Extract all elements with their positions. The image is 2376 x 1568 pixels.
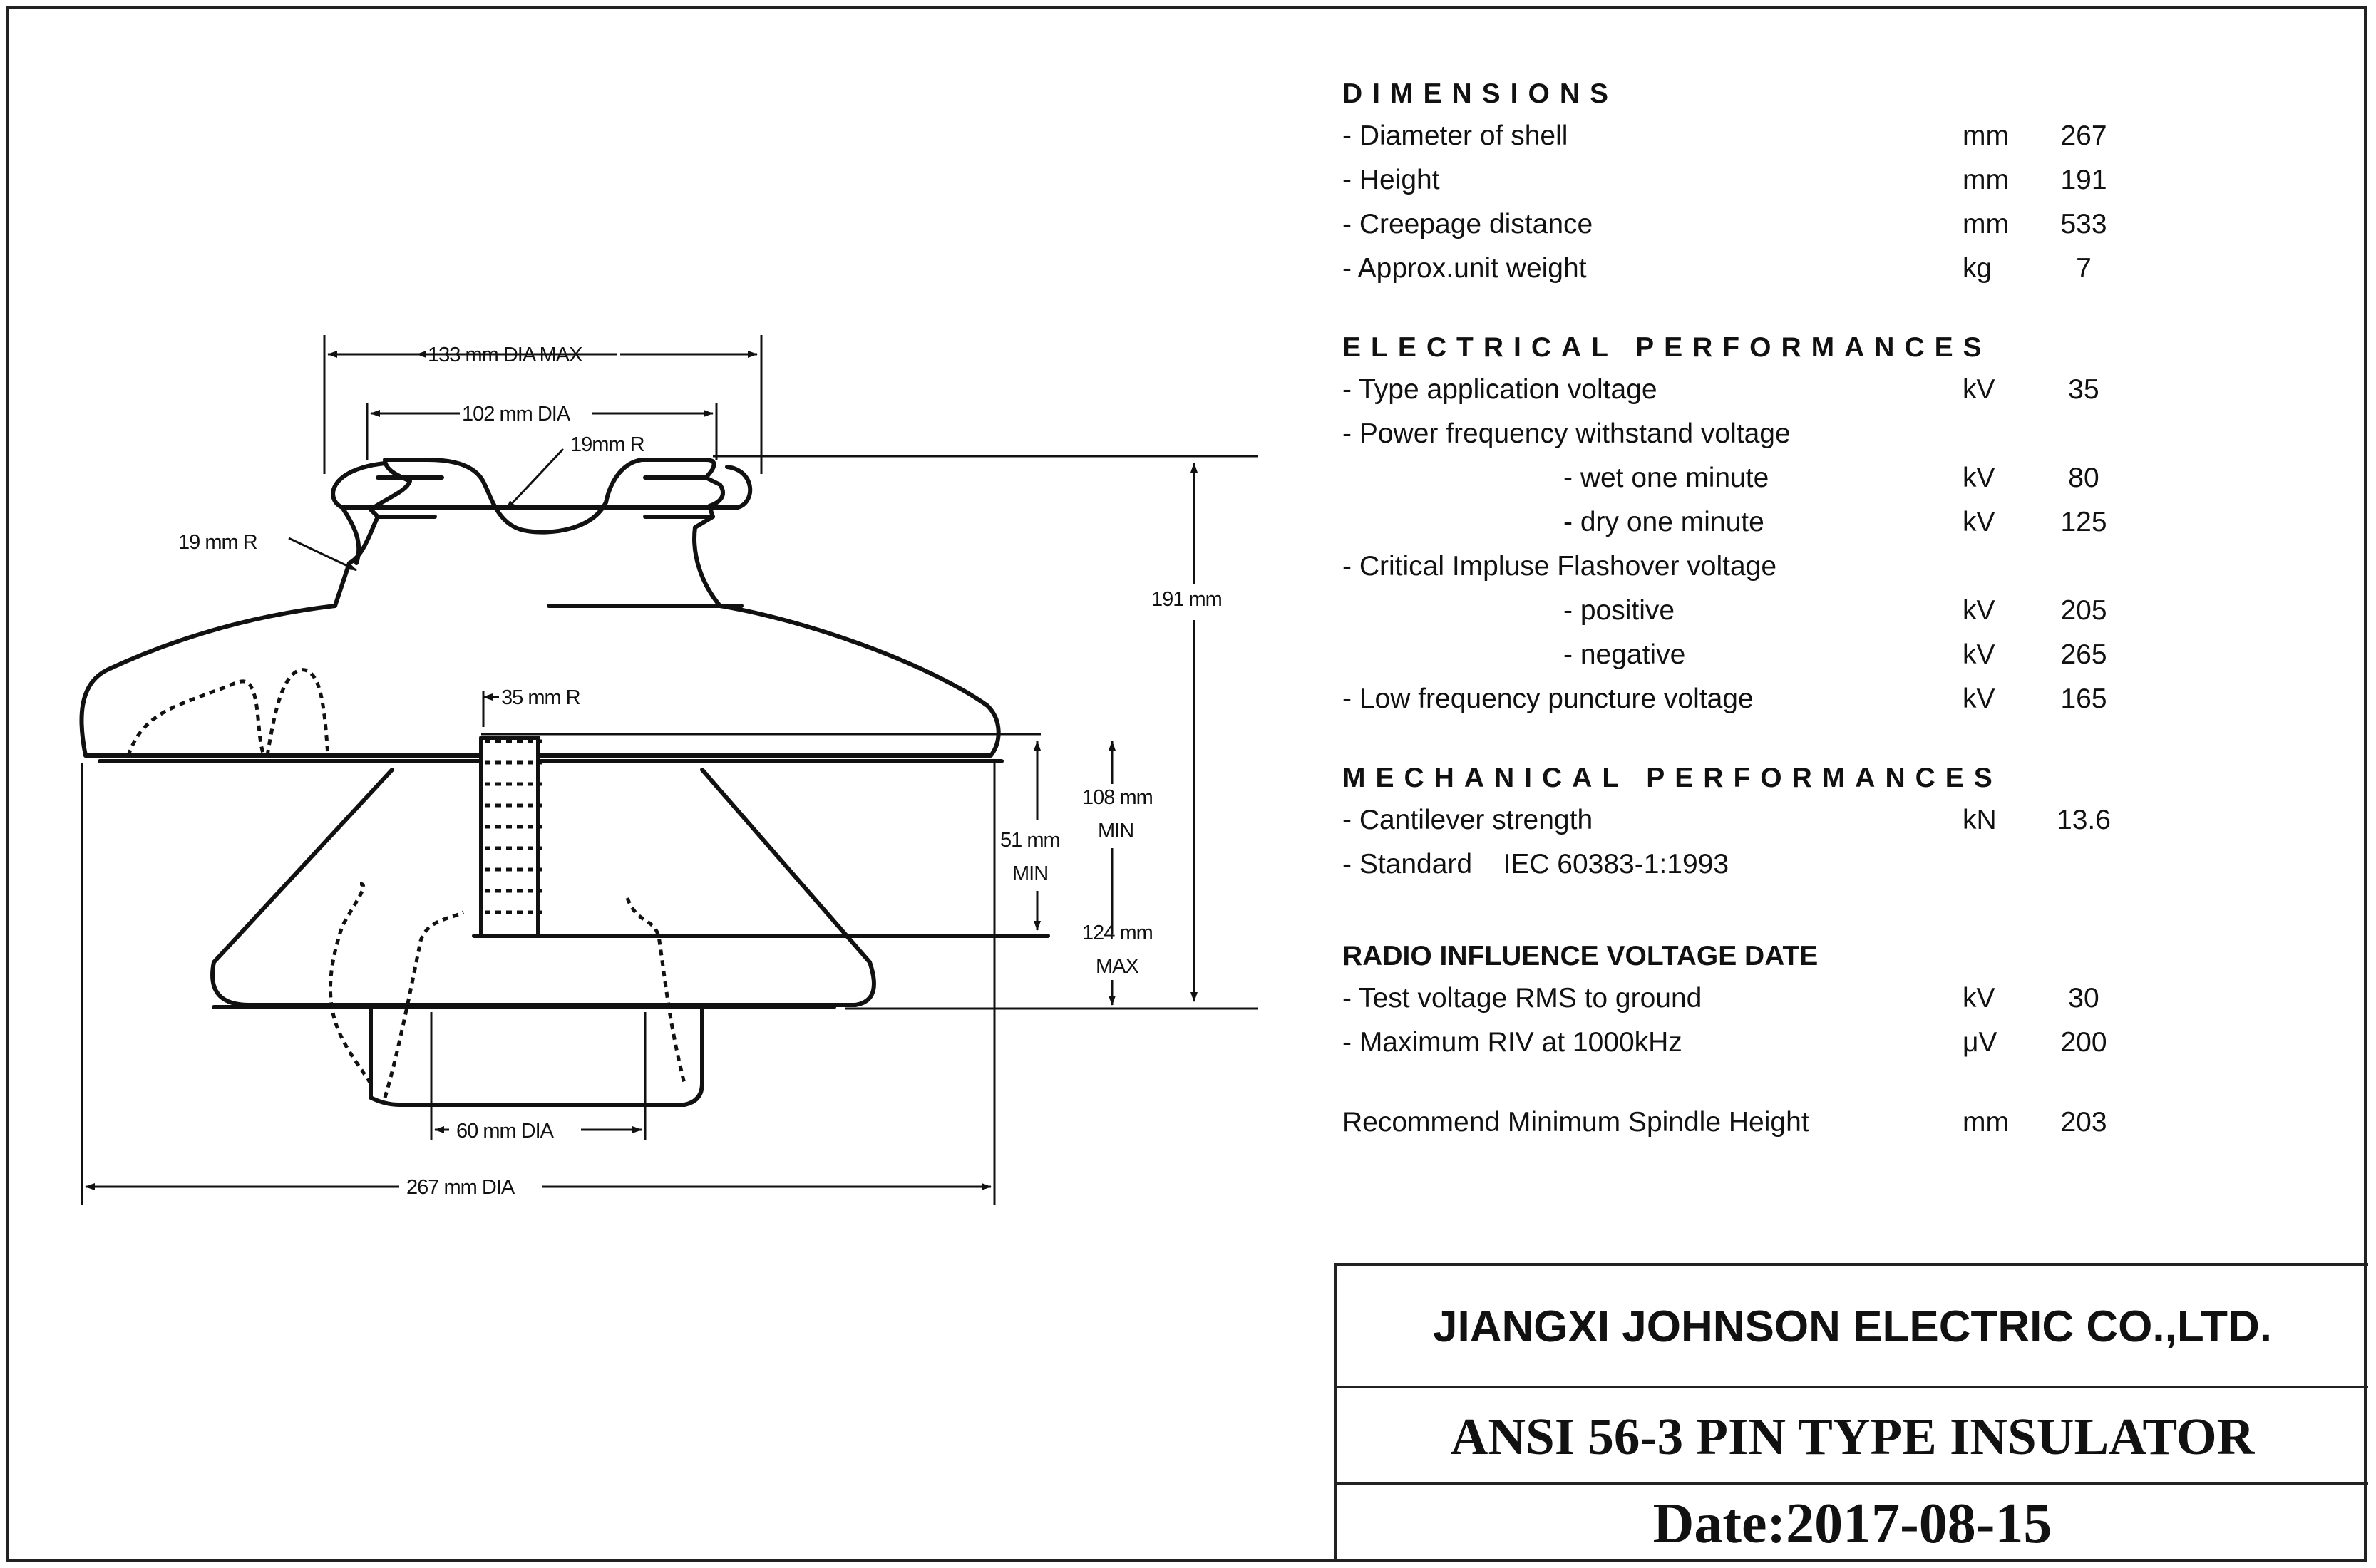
spec-row: - Cantilever strength kN 13.6 — [1342, 798, 2198, 842]
label-depth-124-line1: 124 mm — [1082, 922, 1153, 944]
spec-row: - wet one minute kV 80 — [1342, 456, 2198, 500]
label-groove-radius: 19mm R — [570, 433, 644, 456]
spec-unit: kV — [1963, 983, 1995, 1013]
spec-unit: mm — [1963, 209, 2009, 239]
drawing-date: Date:2017-08-15 — [1652, 1492, 2052, 1555]
title-block: JIANGXI JOHNSON ELECTRIC CO.,LTD. ANSI 5… — [1334, 1263, 2368, 1562]
spec-label: - Low frequency puncture voltage — [1342, 684, 1754, 714]
dimension-lines — [81, 335, 1258, 1205]
spec-value: 80 — [2068, 463, 2099, 493]
insulator-drawing: 133 mm DIA MAX 102 mm DIA 19mm R 19 mm R… — [79, 335, 1258, 1205]
label-pin-radius: 35 mm R — [501, 686, 580, 709]
section-title-radio-influence: RADIO INFLUENCE VOLTAGE DATE — [1342, 941, 1819, 971]
spec-value: 203 — [2060, 1107, 2107, 1138]
product-name: ANSI 56-3 PIN TYPE INSULATOR — [1337, 1388, 2368, 1485]
spec-unit: mm — [1963, 120, 2009, 151]
label-overall-dia: 267 mm DIA — [406, 1176, 515, 1199]
company-name: JIANGXI JOHNSON ELECTRIC CO.,LTD. — [1337, 1266, 2368, 1388]
spec-unit: kV — [1963, 639, 1995, 670]
spec-label: - Critical Impluse Flashover voltage — [1342, 551, 1777, 582]
spec-unit: mm — [1963, 1107, 2009, 1138]
spec-row: - Test voltage RMS to ground kV 30 — [1342, 976, 2198, 1021]
spec-row: - Critical Impluse Flashover voltage — [1342, 545, 2198, 589]
label-height: 191 mm — [1151, 588, 1222, 611]
spec-value: 265 — [2060, 639, 2107, 670]
insulator-outline — [79, 458, 1050, 1107]
label-neck-dia: 102 mm DIA — [462, 403, 571, 425]
spec-row: - Diameter of shell mm 267 — [1342, 114, 2198, 158]
section-title-mechanical: MECHANICAL PERFORMANCES — [1342, 763, 2002, 793]
label-bore-dia: 60 mm DIA — [456, 1120, 555, 1143]
spec-row: - Height mm 191 — [1342, 158, 2198, 202]
spec-label: - Type application voltage — [1342, 374, 1657, 405]
spec-label: - Maximum RIV at 1000kHz — [1342, 1027, 1682, 1058]
spec-label: - positive — [1563, 595, 1675, 626]
spec-row: - Creepage distance mm 533 — [1342, 202, 2198, 247]
spec-value: 7 — [2076, 253, 2092, 284]
label-depth-124-line2: MAX — [1096, 955, 1139, 978]
label-depth-51-line2: MIN — [1012, 862, 1048, 885]
spec-label: - Height — [1342, 165, 1440, 195]
label-top-dia-max: 133 mm DIA MAX — [428, 344, 582, 366]
spec-row: - positive kV 205 — [1342, 589, 2198, 633]
spec-row: - Maximum RIV at 1000kHz μV 200 — [1342, 1021, 2198, 1065]
spec-label: - negative — [1563, 639, 1686, 670]
cavity-dashes — [126, 668, 686, 1098]
spec-row: - dry one minute kV 125 — [1342, 500, 2198, 545]
spec-label: Recommend Minimum Spindle Height — [1342, 1107, 1809, 1138]
spec-row: - Approx.unit weight kg 7 — [1342, 247, 2198, 291]
label-thread-depth-line1: 108 mm — [1082, 786, 1153, 809]
spec-unit: kV — [1963, 595, 1995, 626]
spec-unit: μV — [1963, 1027, 1997, 1058]
spec-value: 267 — [2060, 120, 2107, 151]
spec-value: 35 — [2068, 374, 2099, 405]
label-depth-51-line1: 51 mm — [1000, 829, 1060, 852]
specification-table: DIMENSIONS - Diameter of shell mm 267 - He… — [1342, 74, 2198, 1145]
label-side-radius: 19 mm R — [178, 531, 257, 554]
spec-value: 200 — [2060, 1027, 2107, 1058]
spec-row: - negative kV 265 — [1342, 633, 2198, 677]
spec-value: 191 — [2060, 165, 2107, 195]
spec-label: - Test voltage RMS to ground — [1342, 983, 1702, 1013]
spec-value: 533 — [2060, 209, 2107, 239]
spec-unit: kV — [1963, 374, 1995, 405]
section-title-dimensions: DIMENSIONS — [1342, 78, 1619, 109]
spec-label: - Diameter of shell — [1342, 120, 1568, 151]
spec-unit: kV — [1963, 507, 1995, 537]
spec-label: - Standard IEC 60383-1:1993 — [1342, 849, 1729, 880]
spec-unit: mm — [1963, 165, 2009, 195]
spec-row-spindle: Recommend Minimum Spindle Height mm 203 — [1342, 1100, 2198, 1145]
spec-row: - Low frequency puncture voltage kV 165 — [1342, 677, 2198, 721]
spec-label: - wet one minute — [1563, 463, 1769, 493]
spec-row: - Power frequency withstand voltage — [1342, 412, 2198, 456]
label-thread-depth-line2: MIN — [1098, 820, 1133, 842]
spec-label: - Creepage distance — [1342, 209, 1593, 239]
section-title-electrical: ELECTRICAL PERFORMANCES — [1342, 332, 1992, 363]
spec-label: - Power frequency withstand voltage — [1342, 418, 1791, 449]
spec-label: - Cantilever strength — [1342, 805, 1593, 835]
spec-value: 205 — [2060, 595, 2107, 626]
spec-unit: kg — [1963, 253, 1992, 284]
spec-label: - dry one minute — [1563, 507, 1764, 537]
spec-row: - Standard IEC 60383-1:1993 — [1342, 842, 2198, 887]
spec-unit: kV — [1963, 684, 1995, 714]
spec-row: - Type application voltage kV 35 — [1342, 368, 2198, 412]
spec-value: 165 — [2060, 684, 2107, 714]
spec-unit: kV — [1963, 463, 1995, 493]
spec-value: 125 — [2060, 507, 2107, 537]
spec-value: 13.6 — [2057, 805, 2111, 835]
drawing-frame — [6, 6, 2367, 1562]
spec-unit: kN — [1963, 805, 1997, 835]
spec-label: - Approx.unit weight — [1342, 253, 1587, 284]
spec-value: 30 — [2068, 983, 2099, 1013]
